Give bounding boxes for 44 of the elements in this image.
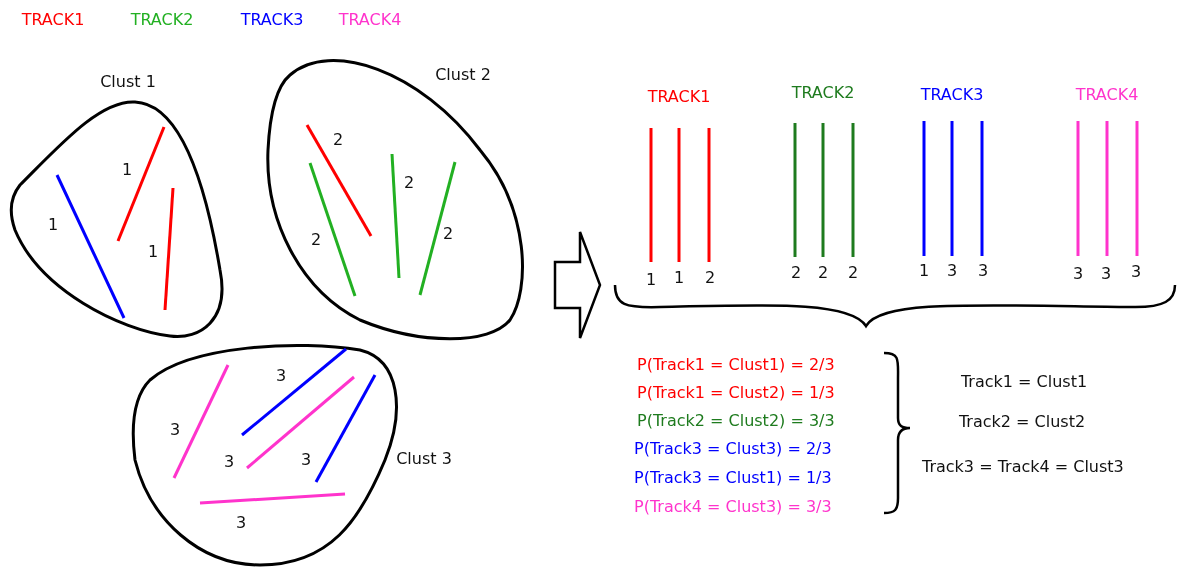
assignment-text: Track2 = Clust2 [958,412,1086,432]
probability-text: P(Track1 = Clust1) = 2/3 [637,355,835,375]
cluster-number: 3 [977,261,989,281]
cluster-number: 3 [223,452,235,472]
cluster-title: Clust 3 [396,449,452,469]
probability-text: P(Track1 = Clust2) = 1/3 [637,383,835,403]
track-heading: TRACK4 [1075,85,1139,105]
cluster-number: 3 [1130,262,1142,282]
cluster-title: Clust 2 [435,65,491,85]
cluster-number: 2 [332,130,344,150]
cluster-number: 2 [817,263,829,283]
cluster-number: 2 [847,263,859,283]
track-heading: TRACK1 [647,87,711,107]
legend-text: TRACK1 [21,10,85,30]
probability-text: P(Track2 = Clust2) = 3/3 [637,411,835,431]
cluster-number: 1 [673,268,685,288]
probability-text: P(Track3 = Clust3) = 2/3 [634,439,832,459]
cluster-number: 2 [704,268,716,288]
probability-text: P(Track4 = Clust3) = 3/3 [634,497,832,517]
cluster-number: 2 [310,230,322,250]
cluster-number: 3 [1072,264,1084,284]
cluster-number: 1 [47,215,59,235]
cluster-number: 1 [645,270,657,290]
cluster-number: 3 [235,513,247,533]
cluster-number: 1 [918,261,930,281]
probability-text: P(Track3 = Clust1) = 1/3 [634,468,832,488]
cluster-number: 3 [300,450,312,470]
legend-text: TRACK4 [338,10,402,30]
track-heading: TRACK2 [791,83,855,103]
legend-text: TRACK3 [240,10,304,30]
cluster-number: 3 [1100,264,1112,284]
assignment-text: Track1 = Clust1 [960,372,1088,392]
cluster-number: 2 [442,224,454,244]
cluster-number: 3 [275,366,287,386]
cluster-number: 1 [121,160,133,180]
legend-text: TRACK2 [130,10,194,30]
cluster-number: 2 [403,173,415,193]
assignment-text: Track3 = Track4 = Clust3 [922,457,1124,477]
cluster-number: 3 [946,261,958,281]
track-heading: TRACK3 [920,85,984,105]
cluster-number: 3 [169,420,181,440]
cluster-number: 1 [147,242,159,262]
cluster-number: 2 [790,263,802,283]
cluster-title: Clust 1 [100,72,156,92]
